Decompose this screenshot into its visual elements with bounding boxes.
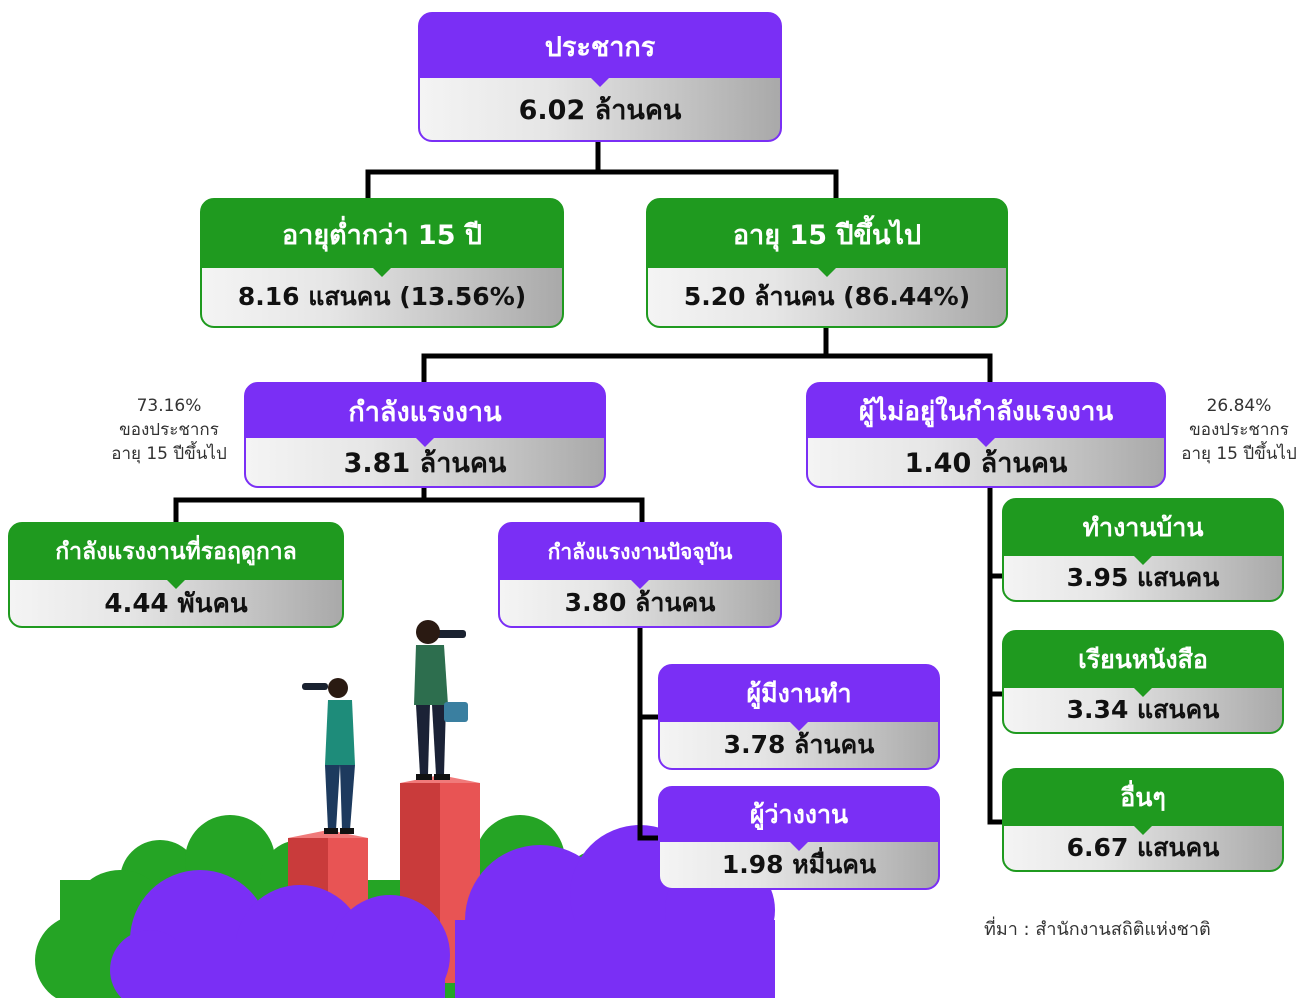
node-others-title: อื่นๆ: [1004, 770, 1282, 835]
node-employed-title: ผู้มีงานทำ: [660, 666, 938, 731]
node-age-15-plus: อายุ 15 ปีขึ้นไป 5.20 ล้านคน (86.44%): [646, 198, 1008, 328]
node-seasonal-title: กำลังแรงงานที่รอฤดูกาล: [10, 524, 342, 589]
node-under-15-title: อายุต่ำกว่า 15 ปี: [202, 200, 562, 277]
note-not-in-labour-force-pct: 26.84%: [1206, 396, 1272, 416]
note-not-in-labour-force-share: 26.84% ของประชากร อายุ 15 ปีขึ้นไป: [1170, 394, 1308, 466]
note-labour-force-line2: ของประชากร: [119, 420, 219, 440]
node-population-value: 6.02 ล้านคน: [420, 78, 780, 140]
woman-with-telescope: [302, 678, 355, 834]
note-labour-force-pct: 73.16%: [136, 396, 202, 416]
node-employed-value: 3.78 ล้านคน: [660, 722, 938, 768]
node-seasonal-labour-force: กำลังแรงงานที่รอฤดูกาล 4.44 พันคน: [8, 522, 344, 628]
node-population-title: ประชากร: [420, 14, 780, 87]
node-housework: ทำงานบ้าน 3.95 แสนคน: [1002, 498, 1284, 602]
note-not-in-labour-force-line2: ของประชากร: [1189, 420, 1289, 440]
node-others-value: 6.67 แสนคน: [1004, 826, 1282, 870]
node-under-15-value: 8.16 แสนคน (13.56%): [202, 268, 562, 326]
note-not-in-labour-force-line3: อายุ 15 ปีขึ้นไป: [1181, 444, 1297, 464]
source-note: ที่มา : สำนักงานสถิติแห่งชาติ: [984, 919, 1211, 940]
node-others: อื่นๆ 6.67 แสนคน: [1002, 768, 1284, 872]
node-under-15: อายุต่ำกว่า 15 ปี 8.16 แสนคน (13.56%): [200, 198, 564, 328]
node-population: ประชากร 6.02 ล้านคน: [418, 12, 782, 142]
node-labour-force: กำลังแรงงาน 3.81 ล้านคน: [244, 382, 606, 488]
node-studying-title: เรียนหนังสือ: [1004, 632, 1282, 697]
node-employed: ผู้มีงานทำ 3.78 ล้านคน: [658, 664, 940, 770]
node-unemployed-value: 1.98 หมื่นคน: [660, 842, 938, 888]
node-unemployed-title: ผู้ว่างงาน: [660, 788, 938, 851]
node-age-15-plus-title: อายุ 15 ปีขึ้นไป: [648, 200, 1006, 277]
node-labour-force-title: กำลังแรงงาน: [246, 384, 604, 447]
node-age-15-plus-value: 5.20 ล้านคน (86.44%): [648, 268, 1006, 326]
node-not-in-labour-force-title: ผู้ไม่อยู่ในกำลังแรงงาน: [808, 384, 1164, 447]
node-not-in-labour-force-value: 1.40 ล้านคน: [808, 438, 1164, 486]
note-labour-force-share: 73.16% ของประชากร อายุ 15 ปีขึ้นไป: [100, 394, 238, 466]
node-unemployed: ผู้ว่างงาน 1.98 หมื่นคน: [658, 786, 940, 890]
node-housework-title: ทำงานบ้าน: [1004, 500, 1282, 565]
node-not-in-labour-force: ผู้ไม่อยู่ในกำลังแรงงาน 1.40 ล้านคน: [806, 382, 1166, 488]
node-current-labour-force: กำลังแรงงานปัจจุบัน 3.80 ล้านคน: [498, 522, 782, 628]
man-with-telescope: [414, 620, 468, 780]
note-labour-force-line3: อายุ 15 ปีขึ้นไป: [111, 444, 227, 464]
node-studying: เรียนหนังสือ 3.34 แสนคน: [1002, 630, 1284, 734]
node-current-labour-force-title: กำลังแรงงานปัจจุบัน: [500, 524, 780, 589]
